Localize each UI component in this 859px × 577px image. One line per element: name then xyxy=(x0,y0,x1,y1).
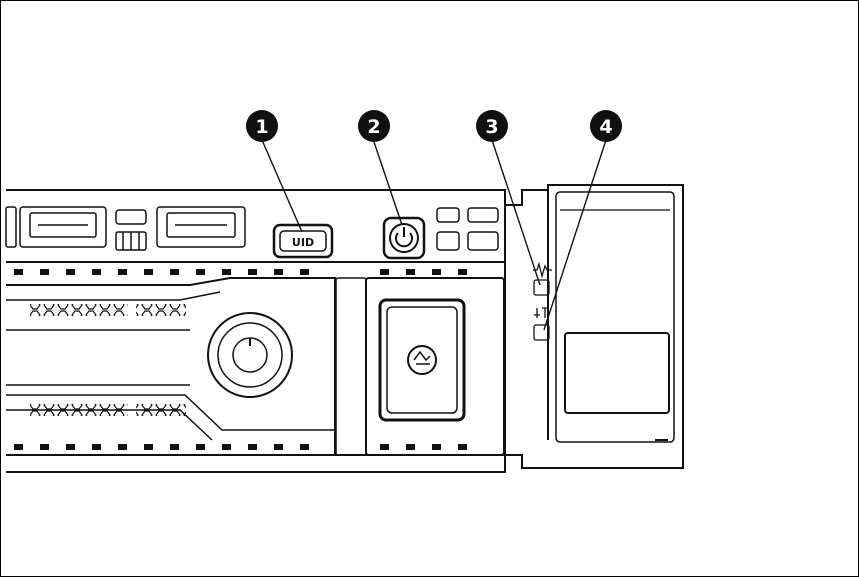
callout-4-number: 4 xyxy=(599,116,612,138)
callout-3-number: 3 xyxy=(485,116,498,138)
callout-2: 2 xyxy=(358,110,390,142)
callout-1: 1 xyxy=(246,110,278,142)
health-led xyxy=(533,261,552,296)
callout-3: 3 xyxy=(476,110,508,142)
io-strip xyxy=(5,206,499,251)
nic-led xyxy=(533,307,550,341)
callout-1-number: 1 xyxy=(255,116,268,138)
callout-4: 4 xyxy=(590,110,622,142)
callout-2-number: 2 xyxy=(367,116,380,138)
callout-leaders xyxy=(261,139,607,331)
drive-bays xyxy=(6,277,505,456)
bezel-ticks xyxy=(14,269,467,450)
uid-button-label: UID xyxy=(292,236,314,249)
uid-button[interactable]: UID xyxy=(272,223,334,259)
power-button[interactable] xyxy=(382,216,426,260)
right-ear xyxy=(505,184,684,469)
